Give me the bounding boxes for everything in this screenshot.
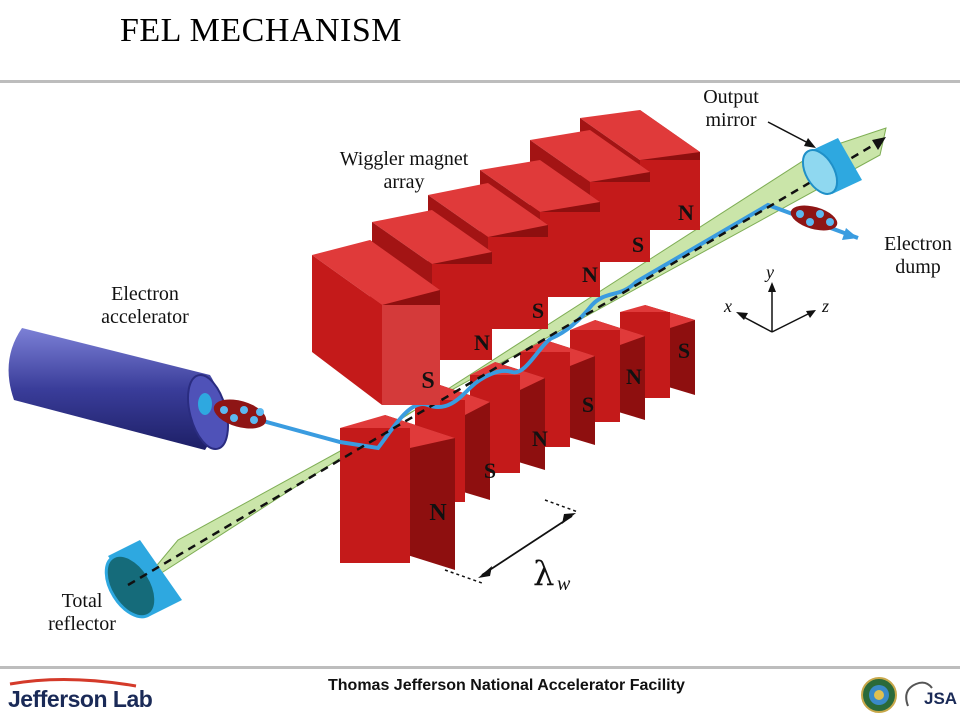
electron-dump-arrowhead — [842, 228, 858, 240]
lower-pole-6: S — [678, 338, 690, 363]
accelerator-label-1: Electron — [111, 283, 179, 305]
lambda-symbol: λ — [533, 554, 555, 594]
axis-x-label: x — [723, 296, 732, 316]
axis-y-label: y — [764, 262, 774, 282]
facility-name: Thomas Jefferson National Accelerator Fa… — [328, 677, 685, 694]
total-reflector-mirror — [104, 540, 182, 619]
page-title: FEL MECHANISM — [120, 12, 402, 49]
electron-dump-label-1: Electron — [884, 233, 952, 255]
footer-divider — [0, 666, 960, 669]
wiggler-label-1: Wiggler magnet — [340, 148, 469, 170]
upper-pole-2: N — [474, 330, 490, 355]
output-mirror — [801, 138, 862, 195]
electron-bunch-out — [790, 205, 838, 231]
upper-pole-3: S — [532, 298, 544, 323]
coordinate-axes: y x z — [723, 262, 829, 333]
wiggler-period-dimension: λ w — [444, 499, 579, 595]
fel-diagram: S N S N S N — [8, 86, 952, 635]
doe-seal-icon — [861, 677, 897, 713]
optical-axis — [127, 138, 883, 587]
upper-pole-1: S — [421, 368, 434, 394]
jsa-logo: JSA — [905, 681, 957, 708]
lower-magnet-row: S N S N S N — [340, 305, 695, 570]
lambda-subscript: w — [557, 573, 571, 595]
upper-pole-5: S — [632, 232, 644, 257]
lower-pole-1: N — [429, 500, 447, 526]
lower-pole-3: N — [532, 426, 548, 451]
upper-pole-6: N — [678, 200, 694, 225]
upper-magnet-row: N S N S N — [312, 110, 700, 405]
output-mirror-label-2: mirror — [705, 109, 756, 131]
jsa-logo-text: JSA — [924, 689, 957, 708]
lower-pole-5: N — [626, 364, 642, 389]
electron-dump-label-2: dump — [895, 256, 941, 278]
wiggler-label-2: array — [383, 171, 424, 193]
optical-axis-arrowhead — [872, 137, 886, 150]
output-mirror-label-1: Output — [703, 86, 759, 108]
total-reflector-label-2: reflector — [48, 613, 116, 635]
jefferson-lab-logo-text: Jefferson Lab — [8, 686, 153, 712]
lower-pole-2: S — [484, 458, 496, 483]
title-divider — [0, 80, 960, 83]
axis-z-label: z — [821, 296, 829, 316]
output-mirror-pointer — [767, 121, 816, 148]
lower-pole-4: S — [582, 392, 594, 417]
upper-pole-4: N — [582, 262, 598, 287]
jefferson-lab-logo — [9, 677, 137, 688]
accelerator-label-2: accelerator — [101, 306, 189, 328]
electron-bunch-in — [213, 399, 267, 429]
total-reflector-label-1: Total — [62, 590, 103, 612]
electron-accelerator — [8, 328, 229, 450]
